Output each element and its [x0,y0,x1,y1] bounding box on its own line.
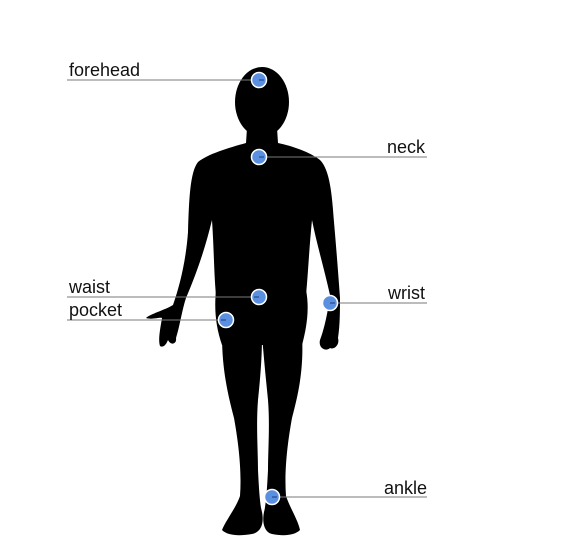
sensor-markers [217,71,339,506]
leader-lines [67,79,427,498]
pocket-marker[interactable] [217,311,235,329]
neck-marker[interactable] [250,148,268,166]
wrist-marker[interactable] [321,294,339,312]
pocket-label: pocket [69,300,122,320]
ankle-label: ankle [384,478,427,498]
silhouette-left-leg [222,335,263,536]
silhouette-head [235,67,289,137]
silhouette-right-leg [262,335,303,536]
forehead-marker[interactable] [250,71,268,89]
human-silhouette [146,67,340,536]
waist-label: waist [68,277,110,297]
labels: forehead neck waist pocket wrist ankle [68,60,427,498]
waist-marker[interactable] [250,288,268,306]
silhouette-hips [215,290,308,345]
neck-label: neck [387,137,426,157]
ankle-marker[interactable] [263,488,281,506]
wrist-label: wrist [387,283,425,303]
forehead-label: forehead [69,60,140,80]
